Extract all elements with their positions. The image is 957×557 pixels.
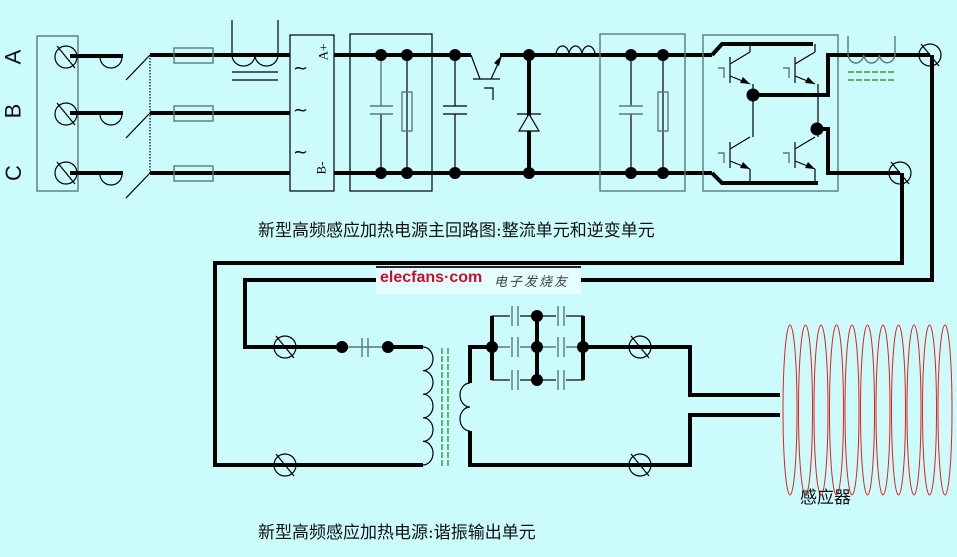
ac-symbol-2: ~ bbox=[293, 100, 309, 121]
phase-label-c: C bbox=[0, 165, 26, 181]
inverter-bridge bbox=[702, 34, 930, 192]
watermark-name: 电子发烧友 bbox=[494, 275, 570, 290]
smoothing-inductor bbox=[555, 45, 596, 56]
matching-transformer bbox=[422, 345, 780, 467]
filter-unit-1 bbox=[349, 33, 433, 192]
series-capacitor bbox=[336, 338, 394, 357]
chopper-switch bbox=[470, 54, 503, 100]
negative-terminal-label: B- bbox=[313, 161, 329, 175]
cable-upper bbox=[243, 55, 934, 349]
induction-coil bbox=[782, 324, 953, 496]
ac-symbol-3: ~ bbox=[293, 142, 309, 163]
terminal-block bbox=[36, 35, 123, 192]
phase-label-b: B bbox=[0, 103, 26, 119]
positive-terminal-label: A+ bbox=[315, 43, 331, 61]
inductor-label: 感应器 bbox=[800, 488, 851, 508]
current-transformer bbox=[231, 20, 279, 81]
freewheel-diode bbox=[517, 49, 541, 179]
filter-unit-2 bbox=[599, 33, 686, 192]
output-transformer bbox=[847, 36, 896, 81]
caption-output-unit: 新型高频感应加热电源:谐振输出单元 bbox=[258, 523, 536, 543]
watermark-site: elecfans·com bbox=[380, 269, 483, 286]
fuses bbox=[150, 47, 290, 182]
phase-label-a: A bbox=[0, 49, 26, 65]
resonant-capacitor-bank bbox=[486, 306, 589, 390]
watermark: elecfans·com 电子发烧友 bbox=[376, 266, 581, 294]
ac-symbol-1: ~ bbox=[293, 58, 309, 79]
dc-capacitor bbox=[443, 49, 467, 179]
three-phase-switch bbox=[125, 54, 151, 199]
rectifier-bridge bbox=[289, 34, 335, 192]
caption-main-circuit: 新型高频感应加热电源主回路图:整流单元和逆变单元 bbox=[258, 221, 655, 241]
